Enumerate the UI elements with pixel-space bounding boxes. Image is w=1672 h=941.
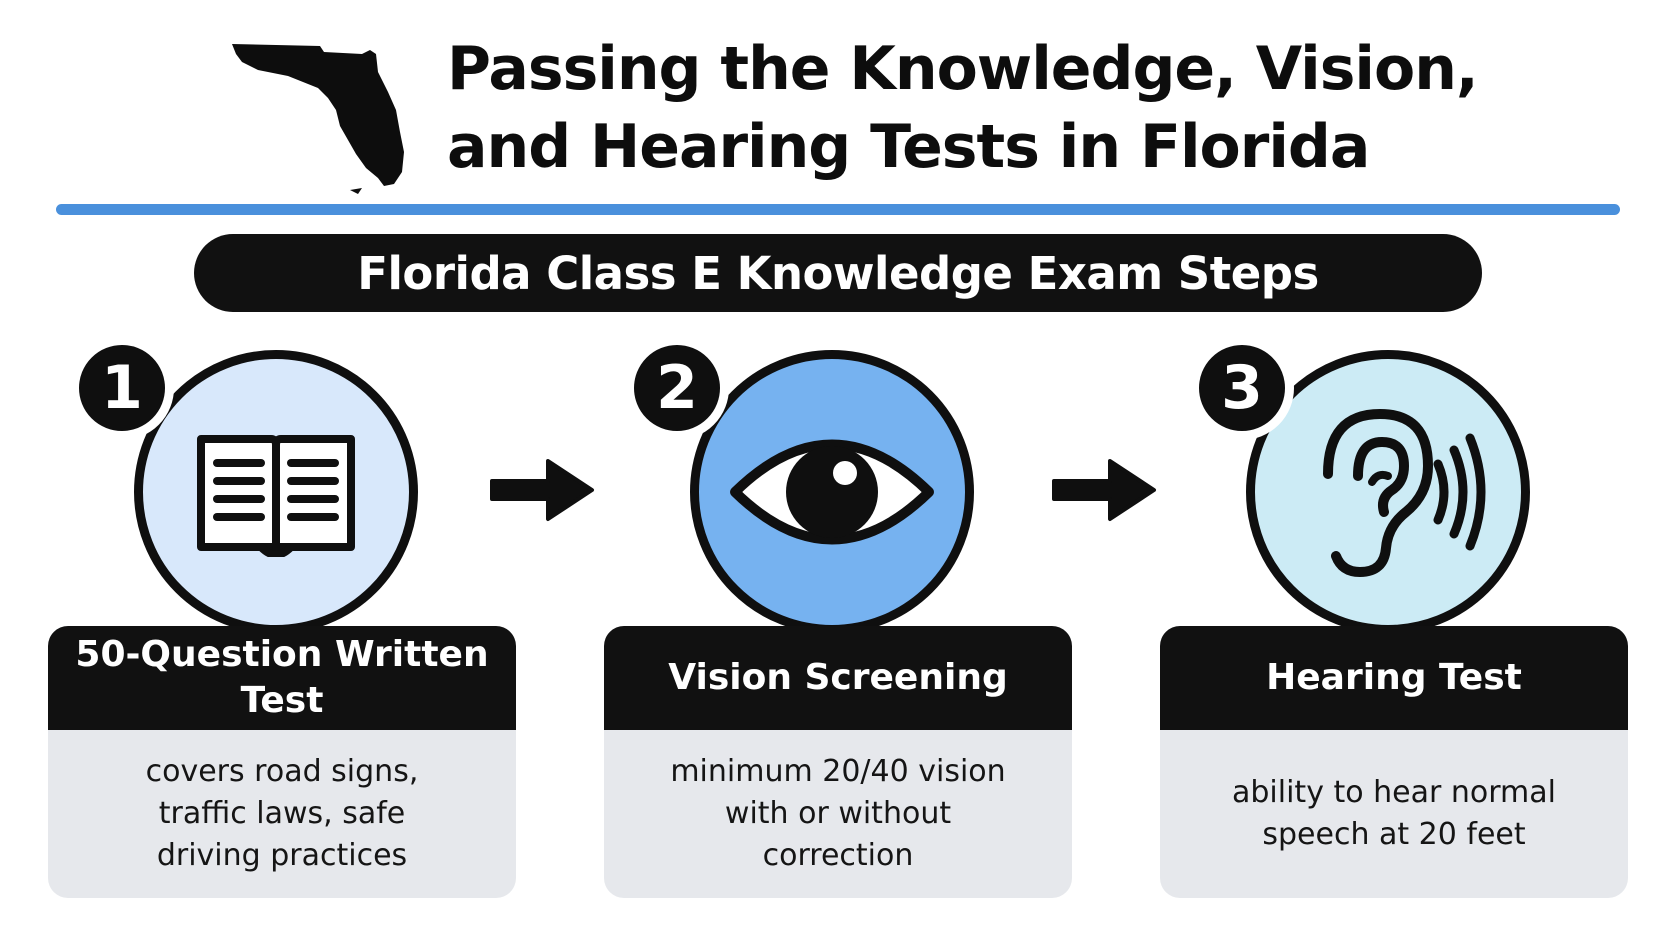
step-2-card: Vision Screening minimum 20/40 vision wi…: [604, 626, 1072, 898]
step-1-description: covers road signs, traffic laws, safe dr…: [145, 754, 419, 873]
step-3-description: ability to hear normal speech at 20 feet: [1232, 775, 1556, 852]
step-1-circle: [134, 350, 418, 634]
eye-icon: [730, 439, 934, 545]
step-2-description: minimum 20/40 vision with or without cor…: [670, 754, 1006, 873]
step-3-title: Hearing Test: [1160, 626, 1628, 730]
step-3-card: Hearing Test ability to hear normal spee…: [1160, 626, 1628, 898]
page-title: Passing the Knowledge, Vision, and Heari…: [447, 34, 1479, 182]
step-2-title: Vision Screening: [604, 626, 1072, 730]
step-1-card: 50-Question Written Test covers road sig…: [48, 626, 516, 898]
arrow-right-icon: [1052, 459, 1156, 521]
step-2-circle: [690, 350, 974, 634]
arrow-right-icon: [490, 459, 594, 521]
section-banner: Florida Class E Knowledge Exam Steps: [194, 234, 1482, 312]
step-2-badge: 2: [625, 336, 729, 440]
florida-map-icon: [232, 44, 404, 194]
title-divider: [56, 204, 1620, 215]
step-1-title: 50-Question Written Test: [48, 626, 516, 730]
step-3-badge: 3: [1190, 336, 1294, 440]
open-book-icon: [197, 435, 355, 557]
step-3-circle: [1246, 350, 1530, 634]
step-1-badge: 1: [70, 336, 174, 440]
ear-sound-icon: [1323, 408, 1486, 578]
